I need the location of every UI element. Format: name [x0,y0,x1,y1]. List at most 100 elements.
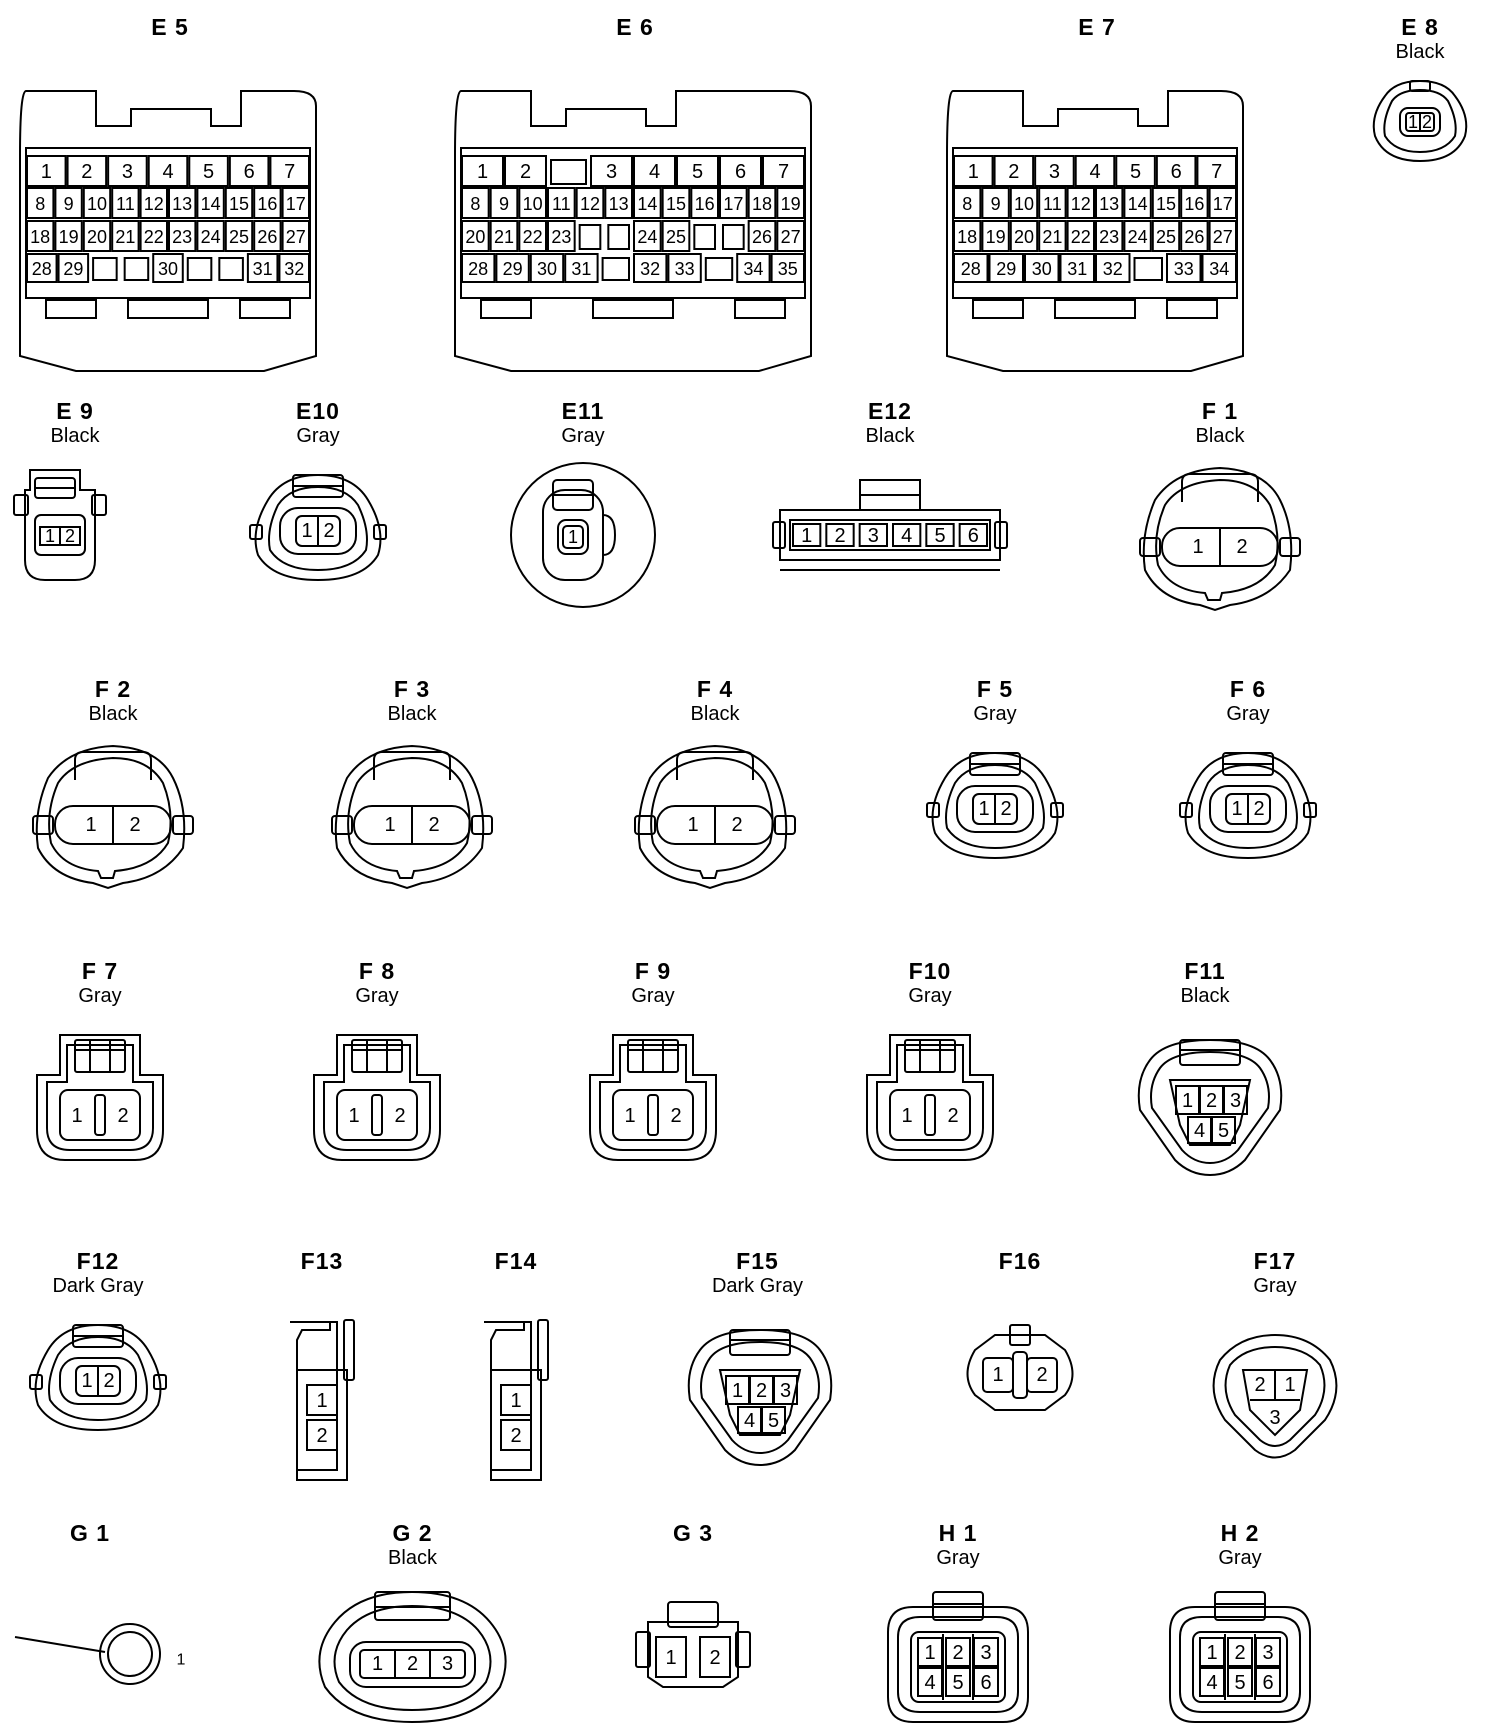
mating-face [718,1369,802,1436]
key-slot [94,1094,106,1136]
side-key [471,815,493,835]
pin-cavity [655,1636,687,1678]
connector-color: Black [1180,985,1230,1007]
body [490,1369,542,1481]
pin-number: 8 [470,194,480,214]
blank-cavity [92,257,118,281]
pin-cavity [690,187,719,219]
key-slot [647,1094,659,1136]
pin-number: 1 [624,1105,635,1127]
blank-cavity [218,257,244,281]
lock-tab [1166,299,1218,319]
mating-face [349,1641,476,1688]
pin-cavity [1227,1637,1253,1667]
connector-code: F 5 [976,676,1014,702]
pin-number: 9 [499,194,509,214]
connector-face: 12 [290,1319,355,1481]
pin-number: 4 [901,525,912,547]
side-key [331,815,353,835]
pin-number: 5 [1234,1672,1245,1694]
pin-number: 17 [723,194,743,214]
pin-number: 22 [523,227,543,247]
pin-cavity [107,155,148,187]
mating-face [34,514,86,556]
pin-cavity [82,187,112,219]
pin-cavity [1208,220,1238,252]
latch [676,751,754,780]
pin-number: 19 [59,227,79,247]
housing-outer [637,744,788,890]
pin-number: 6 [1171,161,1182,183]
connector-code: E 6 [616,14,654,40]
pin-number: 2 [756,1380,767,1402]
pin-cavity [953,187,982,219]
pin-number: 1 [1192,536,1203,558]
pin-number: 5 [768,1410,779,1432]
pin-number: 35 [778,259,798,279]
connector-color: Black [387,703,437,725]
pin-cavity [253,187,282,219]
pin-cavity [1123,187,1152,219]
pin-number: 21 [494,227,514,247]
pin-cavity [1211,1116,1236,1144]
pin-cavity [953,155,994,187]
pin-cavity [461,155,504,187]
pin-number: 19 [781,194,801,214]
side-key [994,521,1008,549]
latch [1409,80,1431,92]
side-key [1179,802,1193,818]
side-key [172,815,194,835]
pin-number: 20 [465,227,485,247]
pin-cavity [54,187,83,219]
housing-inner [1179,1616,1301,1713]
pin-number: 14 [201,194,221,214]
pin-cavity [1196,155,1238,187]
pin-number: 12 [144,194,164,214]
connector-color: Gray [973,703,1017,725]
pin-number: 2 [81,161,92,183]
latch [729,1329,791,1356]
pin-cavity [26,253,58,283]
side-key [32,815,54,835]
pin-number: 4 [1194,1120,1205,1142]
pin-cavity [111,187,140,219]
connector-color: Gray [908,985,952,1007]
pin-number: 4 [1206,1672,1217,1694]
pin-cavity [825,523,855,547]
pin-number: 13 [172,194,192,214]
pin-number: 30 [537,259,557,279]
pin-number: 25 [229,227,249,247]
pin-cavity [188,155,229,187]
blank-cavity [186,257,213,281]
housing-outer [36,1034,164,1161]
connector-color: Black [50,425,100,447]
pin-number: 20 [87,227,107,247]
pin-cavity [278,253,311,283]
connector-code: F16 [998,1248,1042,1274]
housing-outer [510,462,656,608]
pin-number: 2 [323,520,334,542]
pin-number: 2 [1236,536,1247,558]
pin-number: 2 [1008,161,1019,183]
housing [779,509,1001,561]
connector-code: F 3 [393,676,431,702]
mating-face [889,1089,971,1141]
pin-number: 19 [986,227,1006,247]
pin-number: 31 [1067,259,1087,279]
housing-inner [347,756,471,879]
pin-number: 1 [1408,112,1418,132]
lock-tab [127,299,209,319]
latch [627,1039,679,1073]
mating-face [59,1357,137,1405]
pin-number: 5 [1130,161,1141,183]
pin-cavity [547,187,576,219]
pin-cavity [661,220,691,252]
pin-number: 2 [709,1647,720,1669]
pin-number: 15 [666,194,686,214]
mating-face [59,1089,141,1141]
pin-number: 6 [244,161,255,183]
